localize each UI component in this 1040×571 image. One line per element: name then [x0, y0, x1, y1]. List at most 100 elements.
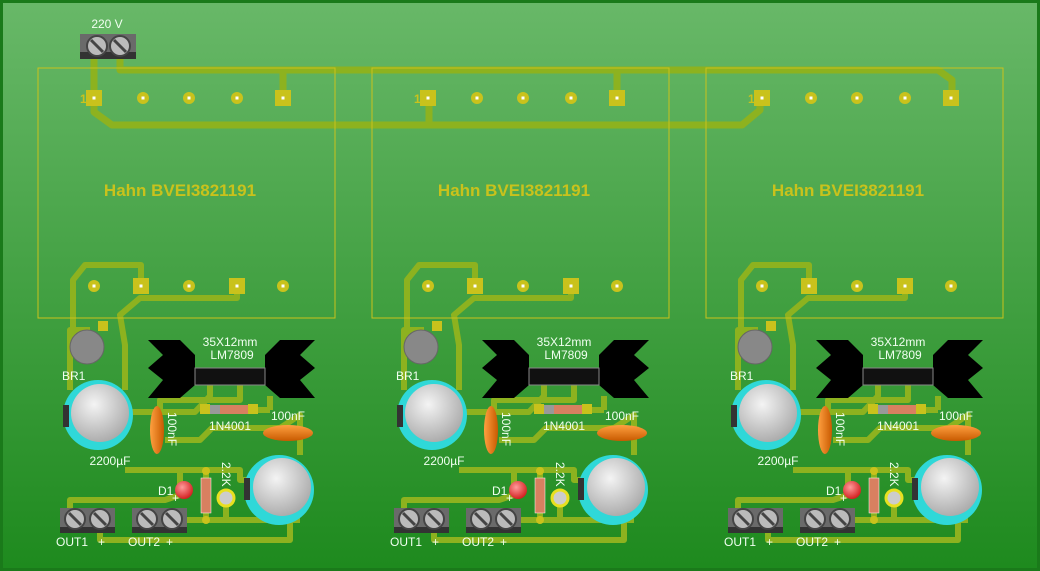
- out1-terminal[interactable]: [728, 508, 783, 533]
- regulator-label: LM7809: [878, 348, 922, 362]
- screw-slot: [67, 511, 83, 527]
- cap-stripe: [578, 478, 584, 500]
- cap-a-label: 100nF: [833, 412, 847, 446]
- bridge-pad: [98, 321, 108, 331]
- pin1-label: 1: [748, 92, 755, 106]
- diode-band: [878, 405, 888, 414]
- terminal-base: [728, 527, 783, 533]
- pad: [870, 467, 878, 475]
- screw-slot: [401, 511, 417, 527]
- cap-in-label: 2200µF: [758, 454, 799, 468]
- transformer-label: Hahn BVEI3821191: [772, 181, 924, 200]
- test-point: [550, 488, 570, 508]
- heatsink-label: 35X12mm: [871, 335, 926, 349]
- screw-slot: [735, 511, 751, 527]
- pad-hole: [903, 96, 907, 100]
- pad-hole: [473, 284, 477, 288]
- out2-label: OUT2: [462, 535, 494, 549]
- cap-stripe: [912, 478, 918, 500]
- trace: [165, 412, 303, 455]
- out1-plus: +: [432, 535, 439, 549]
- diode-body: [888, 405, 916, 414]
- out2-label: OUT2: [128, 535, 160, 549]
- led-label: D1: [492, 484, 508, 498]
- out2-terminal[interactable]: [466, 508, 521, 533]
- resistor-body: [534, 477, 546, 514]
- pad-hole: [903, 284, 907, 288]
- bridge-pad: [432, 321, 442, 331]
- test-point: [884, 488, 904, 508]
- trace: [67, 492, 181, 508]
- led-plus: +: [172, 491, 179, 505]
- electrolytic-capacitor: [253, 458, 311, 516]
- trace: [431, 520, 627, 543]
- diode-band: [210, 405, 220, 414]
- out1-plus: +: [766, 535, 773, 549]
- pad-hole: [569, 284, 573, 288]
- mains-terminal[interactable]: [80, 34, 136, 59]
- cap-stripe: [63, 405, 69, 427]
- trace: [738, 262, 812, 345]
- ceramic-capacitor: [597, 425, 647, 441]
- resistor-label: 2.2K: [219, 462, 233, 487]
- trace: [70, 262, 144, 345]
- pad-hole: [949, 96, 953, 100]
- out1-label: OUT1: [56, 535, 88, 549]
- terminal-base: [394, 527, 449, 533]
- pad: [582, 404, 592, 414]
- out2-terminal[interactable]: [800, 508, 855, 533]
- pad: [248, 404, 258, 414]
- cap-stripe: [397, 405, 403, 427]
- out2-plus: +: [500, 535, 507, 549]
- test-point: [216, 488, 236, 508]
- diode-body: [554, 405, 582, 414]
- pad-hole: [809, 96, 813, 100]
- out1-label: OUT1: [724, 535, 756, 549]
- trace: [765, 520, 961, 543]
- heatsink-label: 35X12mm: [537, 335, 592, 349]
- cap-in-label: 2200µF: [424, 454, 465, 468]
- pad-hole: [949, 284, 953, 288]
- mains-label: 220 V: [91, 17, 122, 31]
- cap-stripe: [731, 405, 737, 427]
- out2-label: OUT2: [796, 535, 828, 549]
- diode-label: 1N4001: [209, 419, 251, 433]
- cap-stripe: [244, 478, 250, 500]
- out2-plus: +: [166, 535, 173, 549]
- transformer-label: Hahn BVEI3821191: [104, 181, 256, 200]
- trace: [117, 286, 240, 390]
- transformer-label: Hahn BVEI3821191: [438, 181, 590, 200]
- bridge-label: BR1: [730, 369, 754, 383]
- electrolytic-capacitor: [921, 458, 979, 516]
- ceramic-capacitor: [484, 406, 498, 454]
- screw-slot: [426, 511, 442, 527]
- cap-a-label: 100nF: [499, 412, 513, 446]
- pad-hole: [426, 284, 430, 288]
- screw-slot: [139, 511, 155, 527]
- electrolytic-capacitor: [405, 384, 463, 442]
- transformer-outline: [37, 67, 336, 319]
- diode-label: 1N4001: [543, 419, 585, 433]
- resistor-body: [200, 477, 212, 514]
- transformer-outline: [705, 67, 1004, 319]
- cap-b-label: 100nF: [605, 409, 639, 423]
- pad-hole: [615, 284, 619, 288]
- screw-slot: [832, 511, 848, 527]
- resistor-body: [868, 477, 880, 514]
- out1-terminal[interactable]: [60, 508, 115, 533]
- led-plus: +: [840, 491, 847, 505]
- resistor-label: 2.2K: [887, 462, 901, 487]
- pad-hole: [521, 96, 525, 100]
- trace: [404, 262, 478, 345]
- regulator-body: [528, 367, 600, 386]
- electrolytic-capacitor: [71, 384, 129, 442]
- out1-terminal[interactable]: [394, 508, 449, 533]
- pad-hole: [281, 96, 285, 100]
- led-red: [843, 481, 861, 499]
- heatsink-label: 35X12mm: [203, 335, 258, 349]
- pad-hole: [141, 96, 145, 100]
- led-plus: +: [506, 491, 513, 505]
- out2-terminal[interactable]: [132, 508, 187, 533]
- bridge-pad: [766, 321, 776, 331]
